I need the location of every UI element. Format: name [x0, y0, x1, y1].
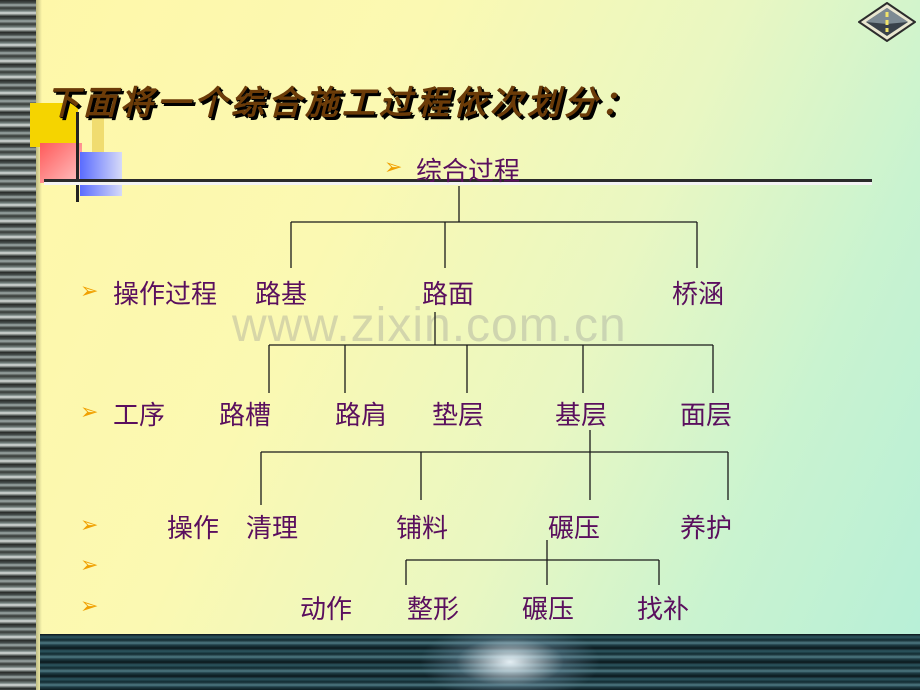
- decor-yellow-bar: [92, 118, 104, 158]
- arrow-bullet-icon: ➢: [80, 553, 99, 578]
- arrow-bullet-icon: ➢: [384, 155, 403, 180]
- arrow-bullet-icon: ➢: [80, 513, 99, 538]
- decor-yellow-square: [30, 103, 78, 147]
- decor-red-square: [40, 143, 82, 183]
- arrow-bullet-icon: ➢: [80, 594, 99, 619]
- node-bridge: 桥涵: [672, 280, 725, 310]
- row4-label: 动作: [300, 595, 353, 625]
- title-underline: [44, 179, 872, 185]
- slide-title: 下面将一个综合施工过程依次划分：: [46, 83, 638, 122]
- node-base: 基层: [555, 401, 608, 431]
- row2-label: 工序: [113, 401, 166, 431]
- node-shape: 整形: [407, 595, 460, 625]
- node-patch: 找补: [637, 595, 690, 625]
- node-cure: 养护: [680, 514, 733, 544]
- node-spread: 铺料: [396, 514, 449, 544]
- row1-label: 操作过程: [113, 280, 218, 310]
- row3-label: 操作: [167, 514, 220, 544]
- road-sign-icon: [858, 2, 916, 42]
- decor-vertical-bar: [76, 112, 79, 202]
- root-node: 综合过程: [416, 157, 521, 187]
- node-roadbed: 路基: [255, 280, 308, 310]
- watermark: www.zixin.com.cn: [232, 299, 627, 352]
- node-surface: 面层: [680, 401, 733, 431]
- node-compact: 碾压: [522, 595, 575, 625]
- decor-blue-square: [80, 152, 122, 196]
- node-cushion: 垫层: [432, 401, 485, 431]
- node-clean: 清理: [246, 514, 299, 544]
- bottom-decorative-strip: [40, 634, 920, 690]
- arrow-bullet-icon: ➢: [80, 279, 99, 304]
- node-shoulder: 路肩: [335, 401, 388, 431]
- arrow-bullet-icon: ➢: [80, 400, 99, 425]
- left-strip-shadow: [36, 0, 42, 690]
- node-pavement: 路面: [422, 280, 475, 310]
- node-trough: 路槽: [219, 401, 272, 431]
- node-roll: 碾压: [548, 514, 601, 544]
